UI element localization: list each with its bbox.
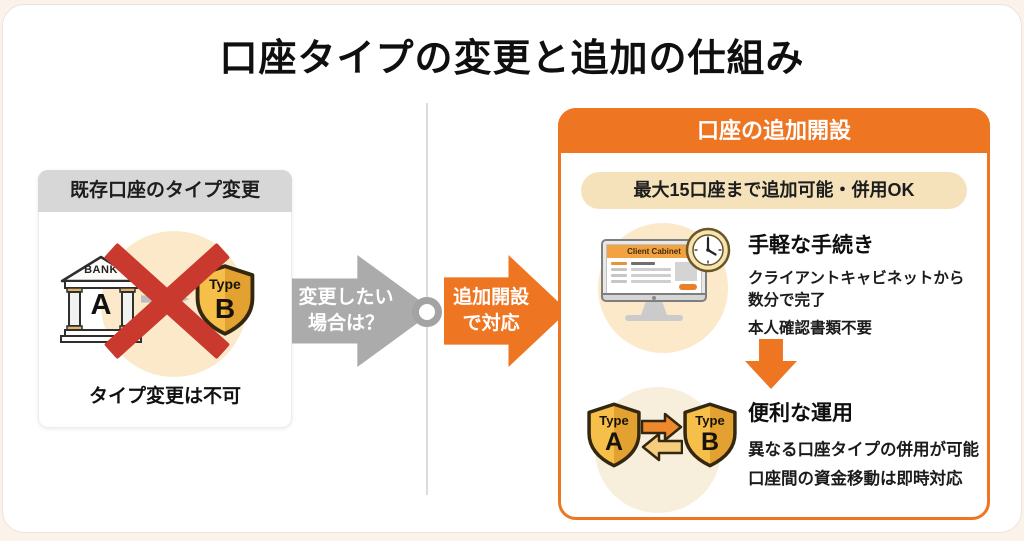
shield-letter: B <box>700 428 720 457</box>
existing-account-panel: 既存口座のタイプ変更 BANK A <box>38 170 292 428</box>
shield-type-text: Type <box>695 412 725 428</box>
shield-shape <box>587 402 641 468</box>
clock-icon <box>685 227 731 273</box>
solution-line-2: で対応 <box>462 313 520 334</box>
solution-line-1: 追加開設 <box>453 287 530 308</box>
easy-procedure-line-1: クライアントキャビネットから <box>748 270 965 287</box>
monitor-button <box>679 284 697 290</box>
shield-shape <box>195 264 255 336</box>
bank-account-letter: A <box>90 289 112 321</box>
easy-procedure-line-2: 数分で完了 <box>748 292 826 309</box>
solution-arrow-text: 追加開設 で対応 <box>444 255 538 367</box>
shield-shape <box>683 402 737 468</box>
convenient-operation-line-1: 異なる口座タイプの併用が可能 <box>748 441 979 459</box>
down-arrow-icon <box>745 339 797 389</box>
convenient-operation-line-2: 口座間の資金移動は即時対応 <box>748 470 963 488</box>
monitor-right-column <box>675 262 697 290</box>
additional-account-panel: 口座の追加開設 最大15口座まで追加可能・併用OK Client Cabinet <box>558 108 990 520</box>
monitor-image-placeholder <box>675 262 697 281</box>
connector-ring-icon <box>412 297 442 327</box>
shield-letter: A <box>604 428 624 457</box>
monitor-content <box>607 258 701 293</box>
shield-type-text: Type <box>599 412 629 428</box>
convenient-operation-text-block: 便利な運用 異なる口座タイプの併用が可能 口座間の資金移動は即時対応 <box>748 397 986 494</box>
left-panel-caption: タイプ変更は不可 <box>88 386 241 407</box>
easy-procedure-text-block: 手軽な手続き クライアントキャビネットから 数分で完了 本人確認書類不要 <box>748 229 983 340</box>
easy-procedure-line-3: 本人確認書類不要 <box>748 320 873 337</box>
shield-type-text: Type <box>209 275 241 292</box>
monitor-main-lines <box>631 262 671 290</box>
shield-type-b-icon: Type B <box>193 263 257 337</box>
question-line-2: 場合は？ <box>307 313 384 334</box>
capacity-banner: 最大15口座まで追加可能・併用OK <box>581 172 967 209</box>
bank-label: BANK <box>84 264 118 276</box>
question-line-1: 変更したい <box>298 287 394 308</box>
shield-type-a-icon: Type A <box>585 401 643 469</box>
monitor-sidebar <box>611 262 627 290</box>
monitor-bezel <box>601 293 707 302</box>
exchange-arrows-icon <box>641 412 683 462</box>
client-cabinet-monitor-icon: Client Cabinet <box>601 239 707 321</box>
red-x-prohibited-icon <box>101 239 233 363</box>
question-arrow-text: 変更したい 場合は？ <box>292 255 400 367</box>
shield-letter: B <box>214 292 236 324</box>
easy-procedure-title: 手軽な手続き <box>748 234 874 257</box>
page-title: 口座タイプの変更と追加の仕組み <box>219 38 805 80</box>
existing-account-panel-header: 既存口座のタイプ変更 <box>38 170 292 212</box>
monitor-titlebar: Client Cabinet <box>607 245 701 258</box>
shield-type-b-icon: Type B <box>681 401 739 469</box>
monitor-frame: Client Cabinet <box>601 239 707 293</box>
monitor-stand-neck <box>641 302 667 315</box>
convenient-operation-title: 便利な運用 <box>748 402 853 425</box>
additional-account-panel-header: 口座の追加開設 <box>558 108 990 153</box>
monitor-camera-dot <box>652 295 656 300</box>
monitor-stand-base <box>625 315 683 321</box>
